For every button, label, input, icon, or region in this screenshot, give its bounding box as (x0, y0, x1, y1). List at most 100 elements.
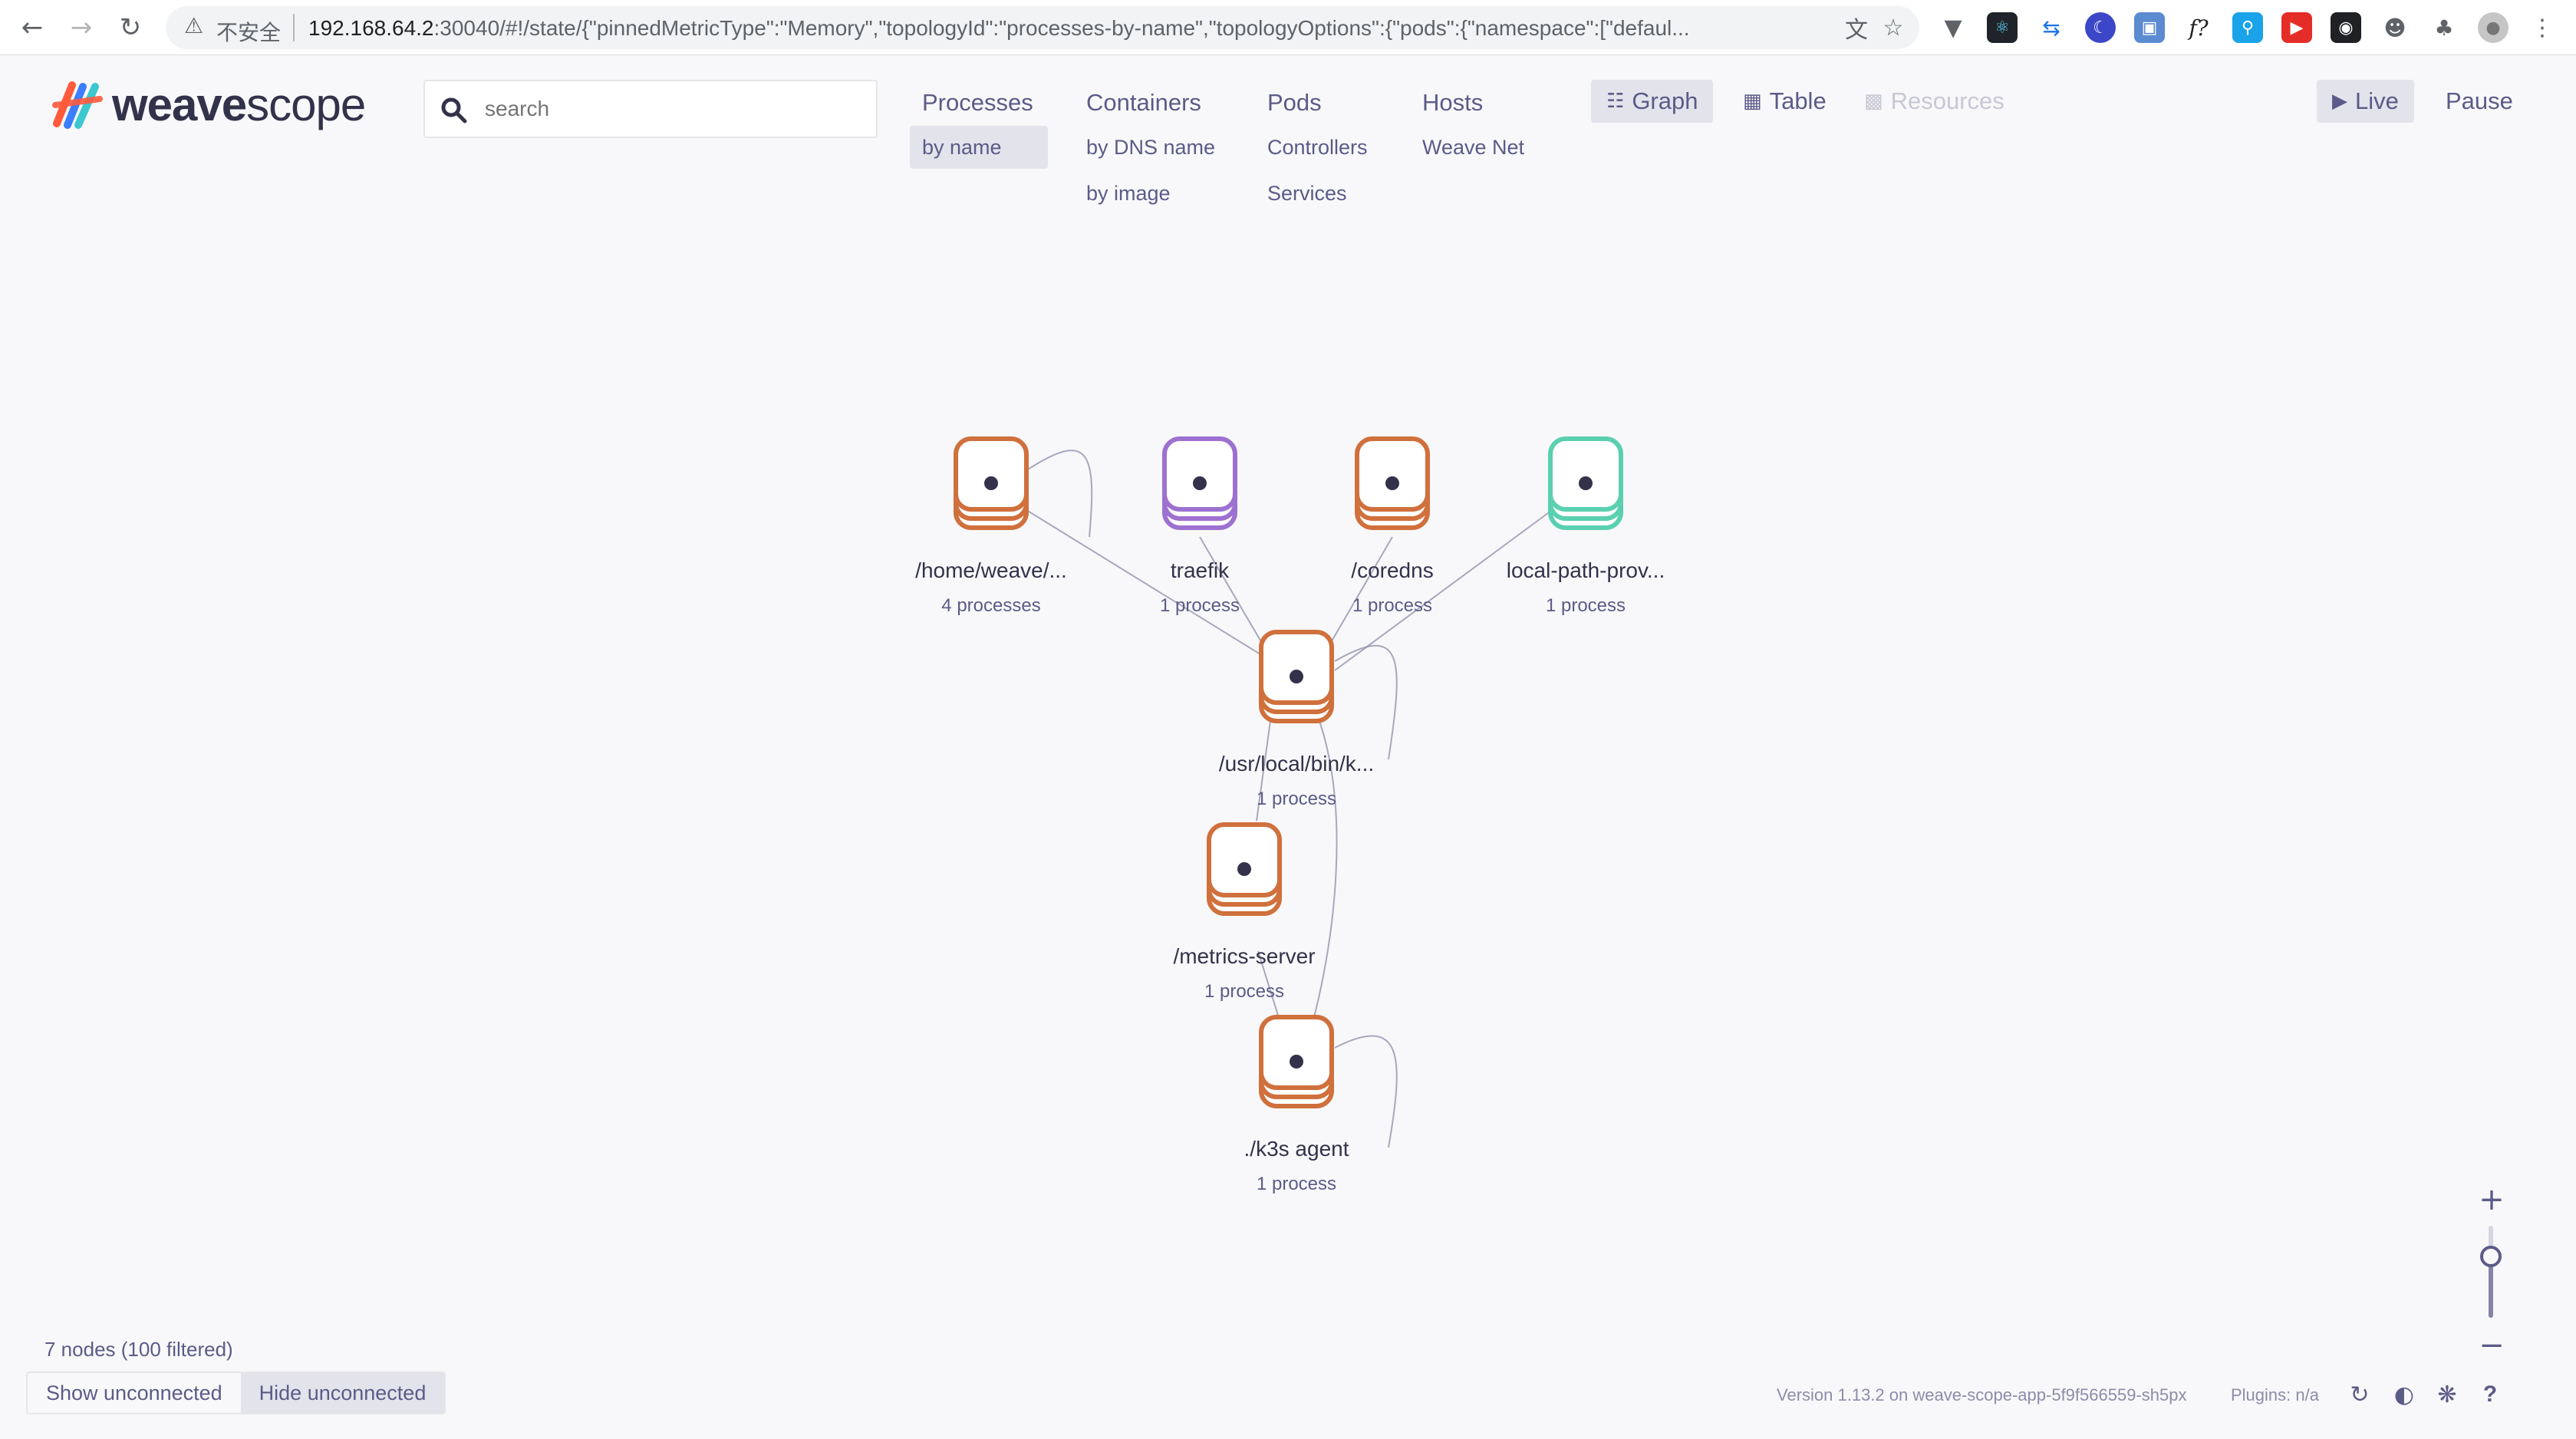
zoom-out-button[interactable]: − (2479, 1328, 2505, 1363)
browser-toolbar: ← → ↻ ⚠ 不安全 192.168.64.2:30040/#!/state/… (0, 0, 2576, 55)
formula-extension-icon[interactable]: f? (2189, 15, 2209, 41)
tampermonkey-icon[interactable]: ◉ (2331, 12, 2361, 43)
topology-pods: Pods Controllers Services (1255, 83, 1380, 215)
edge-coredns-to-usr-local (1326, 536, 1393, 650)
topology-processes-label[interactable]: Processes (922, 89, 1033, 116)
forward-icon[interactable]: → (70, 12, 93, 43)
process-node[interactable] (1207, 822, 1282, 916)
play-icon: ▶ (2332, 90, 2347, 113)
resources-view-button[interactable]: ▩Resources (1849, 80, 2020, 123)
node-label[interactable]: /usr/local/bin/k... (1218, 752, 1375, 775)
plugins-text: Plugins: n/a (2231, 1385, 2319, 1404)
help-icon[interactable]: ? (2482, 1381, 2498, 1407)
node-sublabel: 1 process (1256, 1174, 1337, 1194)
show-unconnected-button[interactable]: Show unconnected (46, 1381, 222, 1404)
topology-pods-controllers[interactable]: Controllers (1267, 136, 1368, 159)
translate-icon[interactable]: 文 (1845, 17, 1868, 44)
node-label[interactable]: /metrics-server (1173, 944, 1316, 968)
address-bar[interactable]: ⚠ 不安全 192.168.64.2:30040/#!/state/{"pinn… (166, 6, 1919, 49)
node-sublabel: 1 process (1352, 595, 1433, 616)
omnibox-divider (293, 14, 295, 41)
topology-hosts-weave-net[interactable]: Weave Net (1422, 136, 1525, 159)
moon-extension-icon[interactable]: ☾ (2085, 12, 2116, 43)
version-text: Version 1.13.2 on weave-scope-app-5f9f56… (1777, 1385, 2187, 1404)
resources-view-label: Resources (1890, 87, 2004, 114)
video-extension-icon[interactable]: ▶ (2281, 12, 2312, 43)
node-center-dot (1290, 670, 1303, 683)
process-node[interactable] (1162, 436, 1237, 530)
node-label[interactable]: local-path-prov... (1506, 558, 1665, 582)
zoom-slider-handle[interactable] (2480, 1246, 2502, 1267)
topology-containers-by-dns[interactable]: by DNS name (1086, 136, 1216, 159)
image-extension-icon[interactable]: ▣ (2134, 12, 2165, 43)
react-devtools-icon[interactable]: ⚛ (1987, 12, 2018, 43)
bug-icon[interactable]: ❋ (2437, 1381, 2457, 1408)
browser-menu-icon[interactable]: ⋮ (2531, 14, 2554, 41)
robot-extension-icon[interactable]: ☻ (2383, 15, 2406, 41)
search-input[interactable] (485, 97, 853, 121)
process-node[interactable] (1355, 436, 1430, 530)
topology-processes: Processes by name (910, 83, 1048, 169)
zoom-in-button[interactable]: + (2479, 1182, 2505, 1217)
search-box[interactable] (423, 80, 878, 138)
edge-home-to-usr-local (1020, 505, 1297, 677)
node-center-dot (1579, 476, 1593, 490)
reload-icon[interactable]: ↻ (119, 12, 142, 43)
zoom-slider-fill (2489, 1258, 2493, 1318)
bookmark-star-icon[interactable]: ☆ (1883, 14, 1904, 41)
vue-devtools-icon[interactable]: ▼ (1944, 14, 1962, 41)
node-sublabel: 1 process (1159, 595, 1240, 616)
insecure-label: 不安全 (216, 20, 282, 45)
topology-containers-by-image[interactable]: by image (1086, 182, 1171, 205)
sitemap-icon: ☷ (1606, 90, 1625, 113)
node-sublabel: 1 process (1256, 789, 1337, 809)
topology-containers: Containers by DNS name by image (1074, 83, 1227, 215)
topology-processes-by-name[interactable]: by name (910, 126, 1048, 169)
process-node[interactable] (1259, 1015, 1334, 1108)
graph-view-button[interactable]: ☷ Graph (1591, 80, 1714, 123)
node-label[interactable]: /home/weave/... (915, 558, 1067, 582)
table-view-label: Table (1769, 87, 1827, 114)
table-view-button[interactable]: ▦ Table (1728, 80, 1842, 123)
process-node[interactable] (954, 436, 1029, 530)
sync-extension-icon[interactable]: ⇆ (2042, 15, 2060, 41)
search-extension-icon[interactable]: ⚲ (2232, 12, 2263, 43)
url-host: 192.168.64.2 (308, 16, 434, 40)
live-label: Live (2355, 87, 2399, 114)
topology-hosts-label[interactable]: Hosts (1422, 89, 1484, 116)
node-sublabel: 1 process (1545, 595, 1626, 616)
process-node[interactable] (1259, 630, 1334, 723)
refresh-icon[interactable]: ↻ (2350, 1381, 2370, 1408)
url-text[interactable]: 192.168.64.2:30040/#!/state/{"pinnedMetr… (308, 16, 1981, 41)
graph-view-label: Graph (1632, 87, 1698, 114)
table-icon: ▦ (1743, 90, 1762, 113)
node-label[interactable]: /coredns (1351, 558, 1434, 582)
topology-pods-services[interactable]: Services (1267, 182, 1347, 205)
profile-avatar-icon[interactable]: ● (2478, 12, 2508, 43)
process-node[interactable] (1548, 436, 1623, 530)
hide-unconnected-button[interactable]: Hide unconnected (240, 1373, 445, 1413)
topology-pods-label[interactable]: Pods (1267, 89, 1322, 116)
node-label[interactable]: ./k3s agent (1244, 1137, 1349, 1161)
edge-traefik-to-usr-local (1199, 536, 1263, 645)
node-sublabel: 1 process (1204, 981, 1285, 1002)
contrast-icon[interactable]: ◐ (2393, 1381, 2415, 1408)
pause-label: Pause (2446, 87, 2513, 114)
node-count-status: 7 nodes (100 filtered) (44, 1338, 233, 1361)
node-center-dot (1193, 476, 1207, 490)
logo-wordmark: weavescope (112, 78, 366, 131)
pause-button[interactable]: Pause (2430, 80, 2528, 123)
back-icon[interactable]: ← (21, 12, 44, 43)
weavescope-logo[interactable]: weavescope (52, 74, 366, 135)
live-button[interactable]: ▶ Live (2317, 80, 2414, 123)
node-sublabel: 4 processes (941, 595, 1041, 616)
topology-containers-label[interactable]: Containers (1086, 89, 1201, 116)
weave-logo-icon (52, 81, 103, 129)
edge-self-loop-usr-local (1334, 644, 1398, 760)
puzzle-extensions-icon[interactable]: ♣ (2434, 15, 2454, 41)
node-center-dot (1290, 1055, 1303, 1069)
node-label[interactable]: traefik (1170, 558, 1230, 582)
edge-self-loop-home (1027, 449, 1093, 538)
unconnected-toggle: Show unconnected Hide unconnected (26, 1371, 446, 1414)
logo-light: scope (246, 78, 366, 130)
